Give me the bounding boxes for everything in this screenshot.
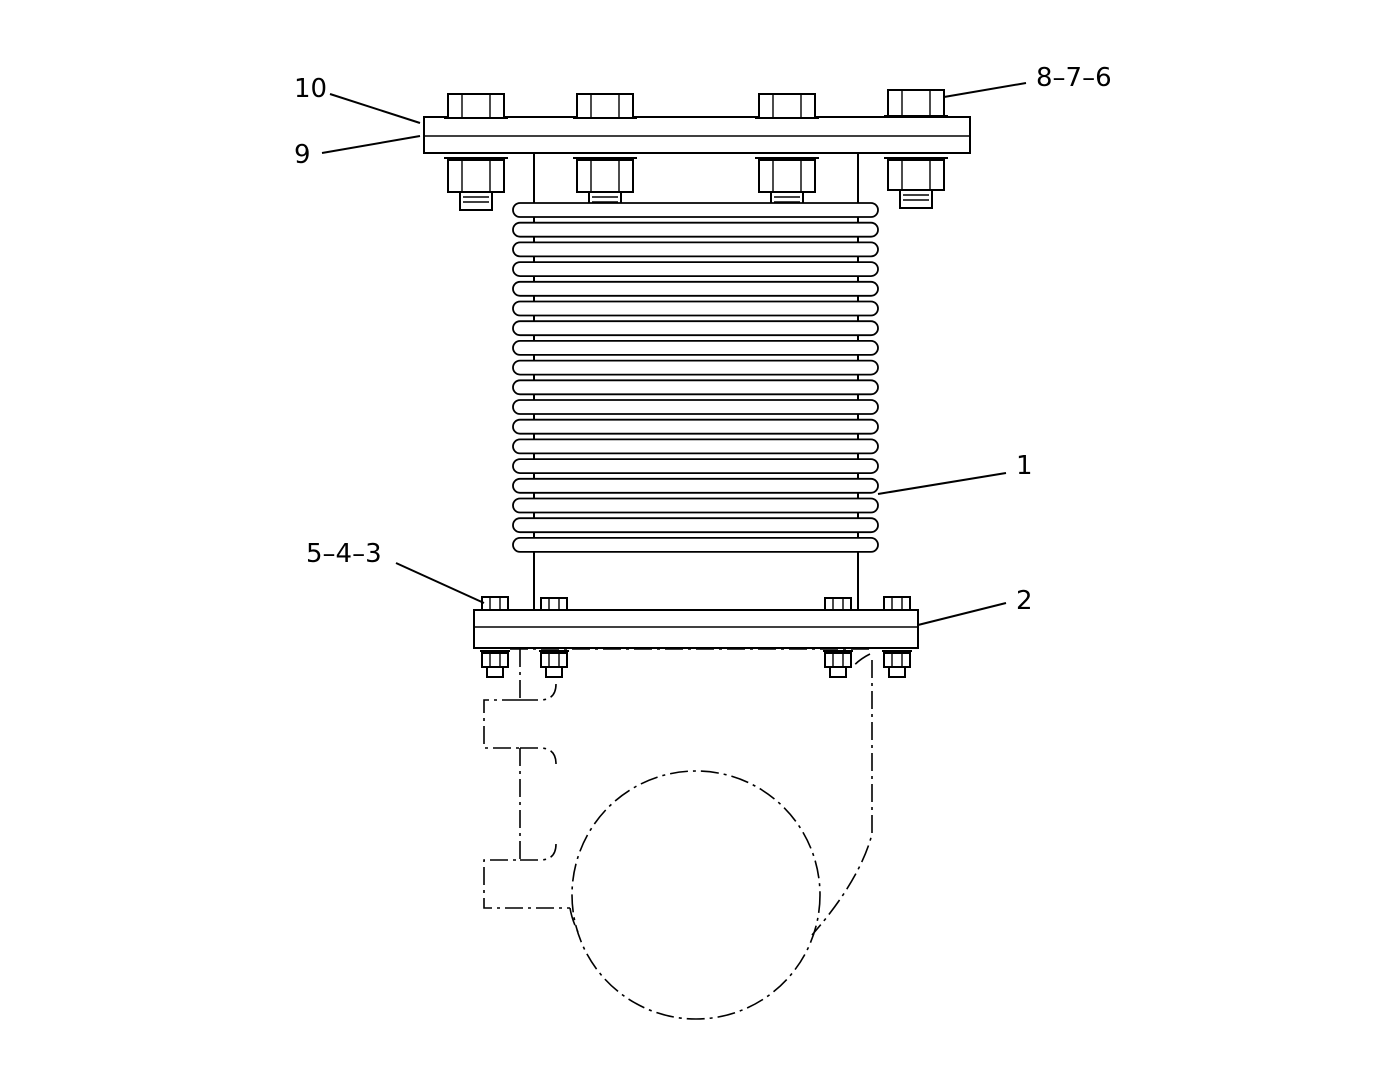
- bellows-convolution: [512, 477, 879, 494]
- small-nut-3: [823, 650, 853, 678]
- small-nut-4: [882, 650, 912, 678]
- top-flange: [423, 116, 971, 154]
- bellows-convolution: [512, 339, 879, 356]
- nut-2: [573, 157, 637, 211]
- bellows-convolution: [512, 241, 879, 258]
- nut-1: [444, 157, 508, 211]
- callout-5-4-3: 5–4–3: [306, 539, 382, 569]
- phantom-outline: [483, 648, 874, 1020]
- small-bolt-head-4: [883, 596, 911, 611]
- bellows-convolution: [512, 399, 879, 415]
- bottom-nuts: [480, 650, 912, 678]
- small-nut-2: [539, 650, 569, 678]
- leader-876: [943, 82, 1027, 98]
- small-bolt-head-3: [824, 597, 852, 611]
- bellows-convolution: [512, 438, 879, 455]
- callout-8-7-6: 8–7–6: [1036, 63, 1112, 93]
- bolt-head-3: [755, 93, 819, 119]
- bellows-convolution: [512, 418, 879, 435]
- bellows-convolution: [512, 517, 879, 534]
- small-nut-1: [480, 650, 510, 678]
- bellows-convolution: [512, 379, 879, 396]
- leader-2: [917, 602, 1007, 626]
- bolt-head-2: [573, 93, 637, 119]
- nut-3: [755, 157, 819, 211]
- bellows-convolution: [512, 280, 879, 297]
- leader-543: [395, 562, 485, 604]
- bellows-convolution: [512, 320, 879, 337]
- nut-4: [884, 157, 948, 209]
- callout-10: 10: [294, 74, 328, 104]
- callout-2: 2: [1016, 586, 1033, 616]
- leader-9: [321, 135, 421, 154]
- bellows-convolution: [512, 359, 879, 376]
- bolt-head-4: [884, 89, 948, 117]
- top-nuts: [444, 157, 948, 211]
- bolt-head-1: [444, 93, 508, 119]
- bellows-convolution: [512, 300, 879, 317]
- bottom-bolt-heads: [481, 596, 911, 611]
- bottom-flange: [473, 609, 919, 649]
- leader-lines: [321, 82, 1027, 626]
- top-bolt-heads: [444, 89, 948, 119]
- bellows-convolution: [512, 458, 879, 475]
- pipe-circle: [571, 770, 821, 1020]
- leader-10: [329, 93, 421, 124]
- callout-1: 1: [1016, 451, 1033, 481]
- bellows-convolution: [512, 221, 879, 238]
- bellows-convolution: [512, 202, 879, 218]
- small-bolt-head-1: [481, 596, 509, 611]
- small-bolt-head-2: [540, 597, 568, 611]
- leader-1: [877, 472, 1007, 495]
- bellows: [512, 202, 879, 553]
- bellows-convolution: [512, 497, 879, 514]
- callout-9: 9: [294, 140, 311, 170]
- bellows-convolution: [512, 261, 879, 278]
- bellows-convolution: [512, 537, 879, 553]
